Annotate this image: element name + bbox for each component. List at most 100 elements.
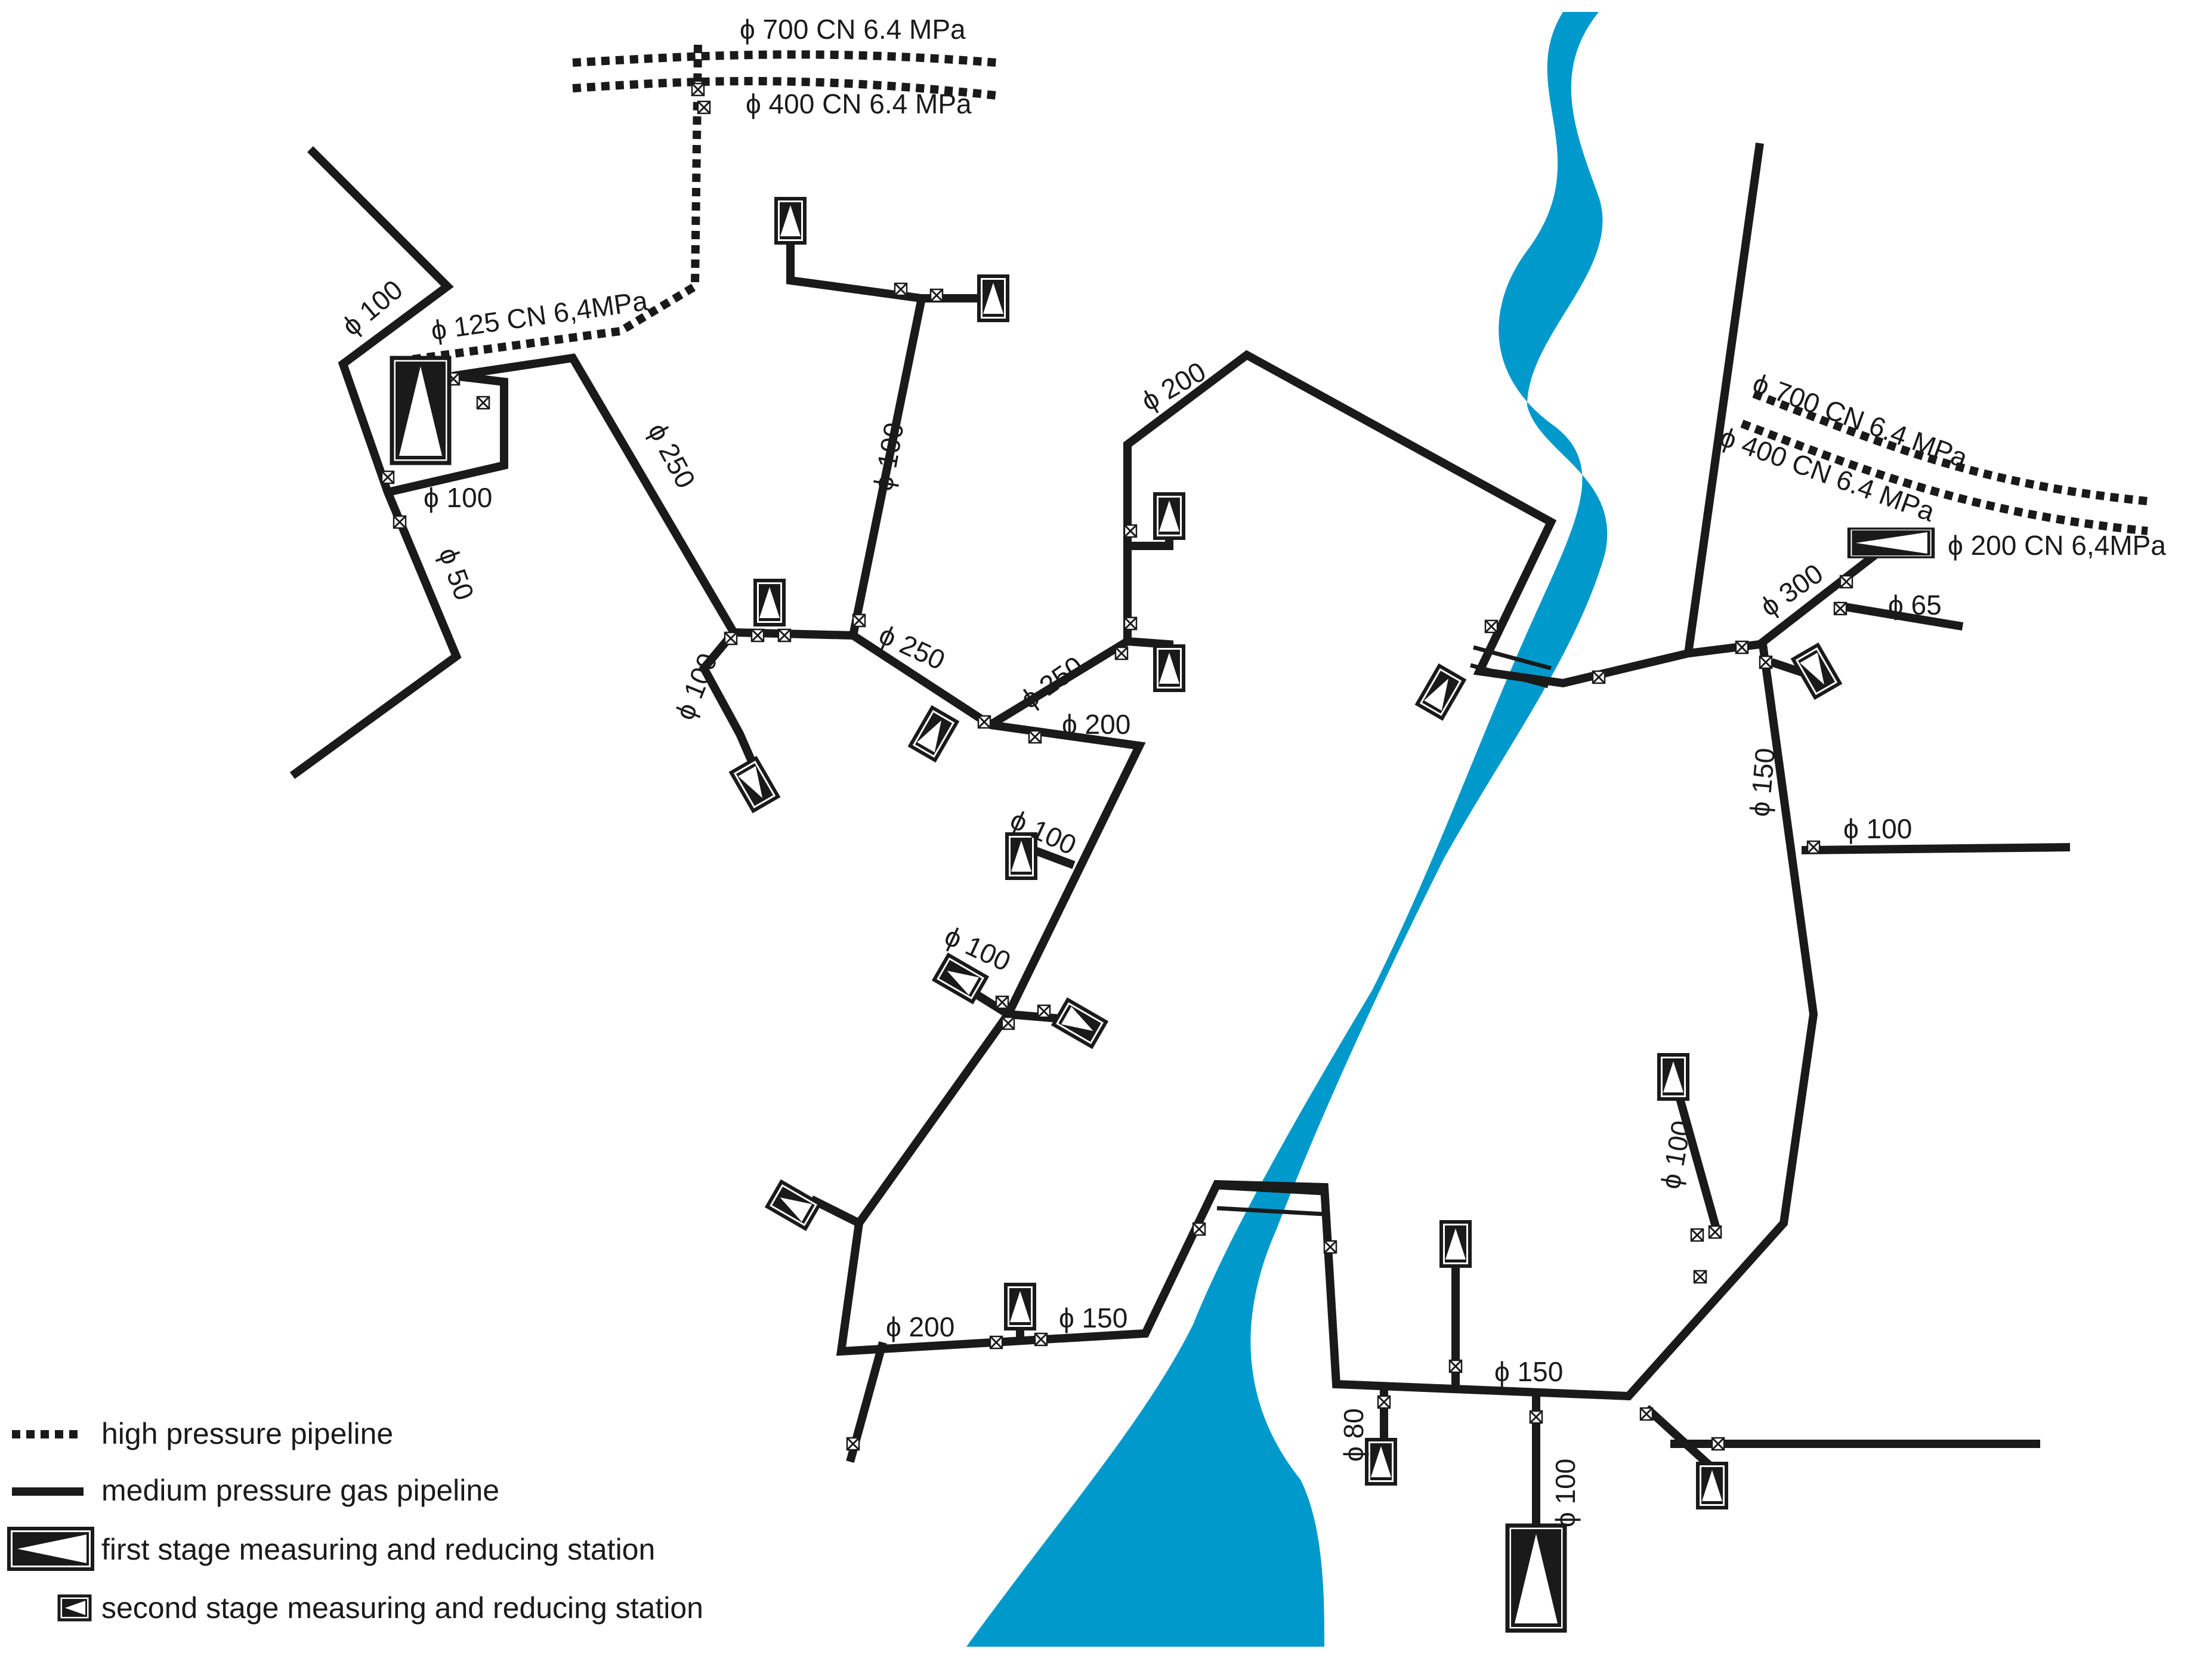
second-stage-station bbox=[1659, 1055, 1688, 1099]
hp-north-700 bbox=[572, 50, 997, 67]
label-e-100-b: ϕ 100 bbox=[1655, 1118, 1697, 1191]
valve bbox=[1710, 1436, 1726, 1452]
second-stage-station bbox=[1054, 1000, 1106, 1047]
valve bbox=[1191, 1221, 1207, 1237]
valve bbox=[977, 714, 992, 730]
valve bbox=[893, 282, 909, 297]
valve bbox=[1484, 619, 1499, 634]
pipe-se-branch bbox=[1643, 1404, 1715, 1471]
legend-first-stage-icon bbox=[7, 1527, 94, 1571]
valve bbox=[1639, 1406, 1654, 1422]
legend-second-stage-label: second stage measuring and reducing stat… bbox=[101, 1591, 703, 1625]
label-hp-east-200: ϕ 200 CN 6,4MPa bbox=[1948, 530, 2166, 561]
label-e-300: ϕ 300 bbox=[1754, 557, 1828, 622]
medium-pressure-pipelines bbox=[289, 143, 2071, 1527]
label-hp-north-400: ϕ 400 CN 6.4 MPa bbox=[746, 88, 972, 119]
second-stage-station bbox=[910, 708, 957, 760]
first-stage-station-south bbox=[1507, 1526, 1565, 1631]
valve bbox=[1707, 1224, 1723, 1240]
valve bbox=[690, 82, 706, 97]
valve bbox=[1033, 1332, 1049, 1347]
valve bbox=[750, 628, 765, 643]
second-stage-station bbox=[1155, 646, 1184, 690]
river-crossings bbox=[1216, 645, 1552, 1217]
valve bbox=[723, 631, 739, 646]
label-m-250-c: ϕ 250 bbox=[1015, 650, 1089, 715]
valve bbox=[696, 100, 712, 115]
valve bbox=[1448, 1359, 1463, 1374]
valve bbox=[1123, 523, 1138, 539]
valve bbox=[1692, 1269, 1708, 1285]
label-hp-west-125: ϕ 125 CN 6,4MPa bbox=[429, 285, 650, 345]
legend-high-pressure-label: high pressure pipeline bbox=[101, 1417, 393, 1450]
label-m-250-a: ϕ 250 bbox=[642, 418, 702, 493]
first-stage-station-east bbox=[1849, 529, 1933, 557]
pipe-se-spur bbox=[1672, 1085, 1722, 1236]
legend-second-stage-icon bbox=[57, 1594, 92, 1622]
label-m-250-b: ϕ 250 bbox=[875, 619, 950, 676]
valve bbox=[475, 395, 491, 410]
valves bbox=[380, 82, 1854, 1452]
second-stage-station bbox=[1417, 666, 1465, 718]
label-s-150-a: ϕ 150 bbox=[1059, 1302, 1127, 1333]
legend-medium-pressure-label: medium pressure gas pipeline bbox=[101, 1474, 499, 1507]
second-stage-station bbox=[731, 758, 778, 811]
valve bbox=[929, 288, 944, 303]
label-s-200: ϕ 200 bbox=[886, 1311, 954, 1342]
pipe-east-100 bbox=[1801, 843, 2071, 854]
valve bbox=[1123, 616, 1138, 631]
valve bbox=[1027, 729, 1043, 745]
pipe-west-a bbox=[289, 146, 462, 779]
valve bbox=[988, 1335, 1004, 1350]
second-stage-station bbox=[1793, 645, 1840, 697]
label-e-150: ϕ 150 bbox=[1744, 746, 1781, 817]
hp-north-feed bbox=[399, 44, 702, 365]
valve bbox=[1839, 574, 1854, 589]
label-s-150-b: ϕ 150 bbox=[1494, 1356, 1563, 1387]
pipe-east-north bbox=[1684, 143, 1764, 654]
pipe-north-top bbox=[786, 230, 922, 302]
valve bbox=[1806, 839, 1821, 855]
second-stage-station bbox=[979, 276, 1008, 320]
second-stage-station bbox=[1006, 1285, 1034, 1329]
valve bbox=[1114, 646, 1129, 661]
pipe-center-north bbox=[988, 350, 1882, 728]
label-m-100-a: ϕ 100 bbox=[867, 420, 910, 493]
legend: high pressure pipeline medium pressure g… bbox=[7, 1417, 703, 1625]
valve bbox=[845, 1436, 861, 1452]
pipe-west-south bbox=[699, 629, 765, 783]
valve bbox=[1734, 640, 1750, 655]
valve bbox=[1833, 601, 1848, 616]
valve bbox=[392, 514, 407, 530]
valve bbox=[1689, 1227, 1705, 1243]
label-s-100-a: ϕ 100 bbox=[1550, 1459, 1581, 1527]
label-m-200-a: ϕ 200 bbox=[1062, 709, 1130, 740]
valve bbox=[1758, 654, 1774, 670]
high-pressure-pipelines bbox=[399, 44, 2148, 535]
hp-east-400 bbox=[1740, 419, 2148, 535]
label-s-80: ϕ 80 bbox=[1338, 1408, 1369, 1462]
valve bbox=[1591, 669, 1607, 685]
label-e-65: ϕ 65 bbox=[1888, 589, 1942, 620]
valve bbox=[1323, 1239, 1338, 1255]
pipe-west-loop bbox=[387, 372, 508, 496]
first-stage-station-west bbox=[392, 358, 449, 463]
second-stage-station bbox=[1367, 1440, 1395, 1484]
second-stage-station bbox=[1155, 494, 1184, 538]
label-hp-north-700: ϕ 700 CN 6.4 MPa bbox=[740, 14, 966, 45]
legend-first-stage-label: first stage measuring and reducing stati… bbox=[101, 1533, 655, 1566]
valve bbox=[1036, 1004, 1052, 1019]
label-e-100-a: ϕ 100 bbox=[1843, 813, 1912, 844]
label-w-100-b: ϕ 100 bbox=[424, 482, 492, 513]
valve bbox=[994, 995, 1010, 1010]
crossing-south bbox=[1216, 1185, 1325, 1217]
second-stage-station bbox=[776, 199, 805, 243]
crossing-north bbox=[1470, 645, 1552, 689]
hp-east-700 bbox=[1752, 390, 2148, 505]
second-stage-station bbox=[1441, 1222, 1470, 1266]
valve bbox=[380, 470, 396, 485]
hp-north-400 bbox=[572, 76, 997, 100]
valve bbox=[1000, 1015, 1016, 1031]
valve bbox=[777, 628, 792, 643]
